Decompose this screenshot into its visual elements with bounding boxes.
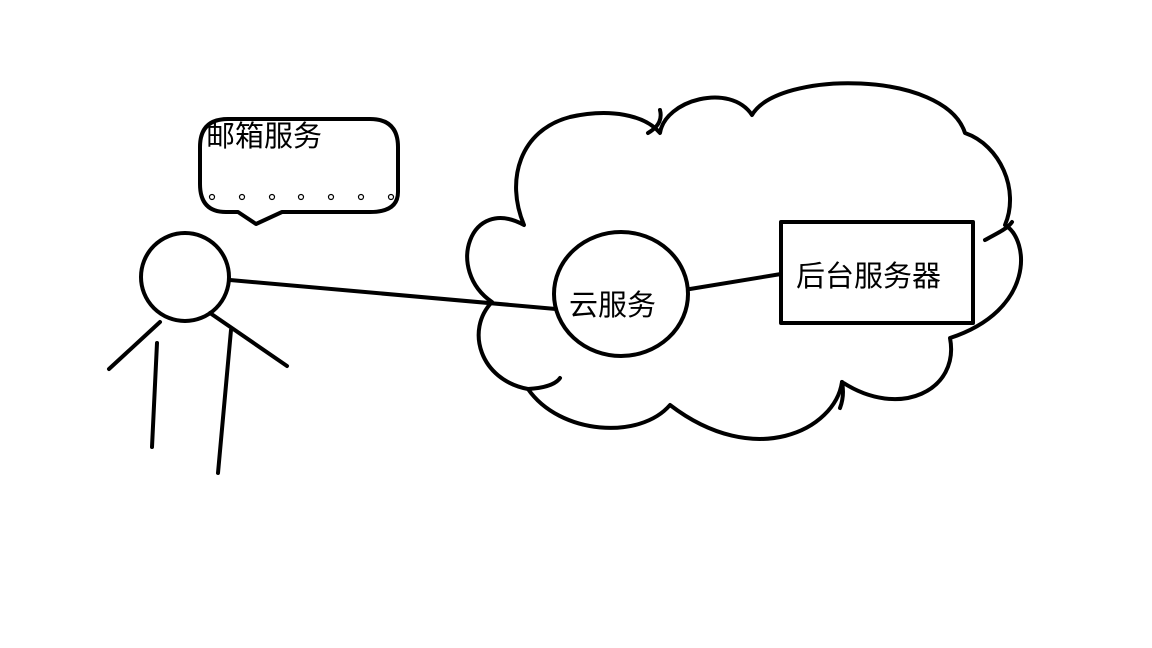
speech-bubble-label: 邮箱服务: [206, 122, 322, 151]
speech-bubble-dots: [210, 195, 394, 200]
user-head: [141, 233, 229, 321]
user-right-leg: [218, 330, 231, 473]
cloud-service-label: 云服务: [569, 291, 656, 320]
cloud-inner-curve-right: [985, 222, 1012, 240]
connector-cloud-to-backend: [690, 274, 781, 289]
user-left-leg: [152, 343, 157, 447]
connector-user-to-cloud: [230, 280, 556, 309]
user-left-arm: [109, 322, 160, 369]
cloud-inner-curve-bottom-left: [528, 378, 560, 389]
user-figure: [109, 233, 287, 473]
backend-server-label: 后台服务器: [796, 262, 941, 291]
user-right-arm: [210, 313, 287, 366]
